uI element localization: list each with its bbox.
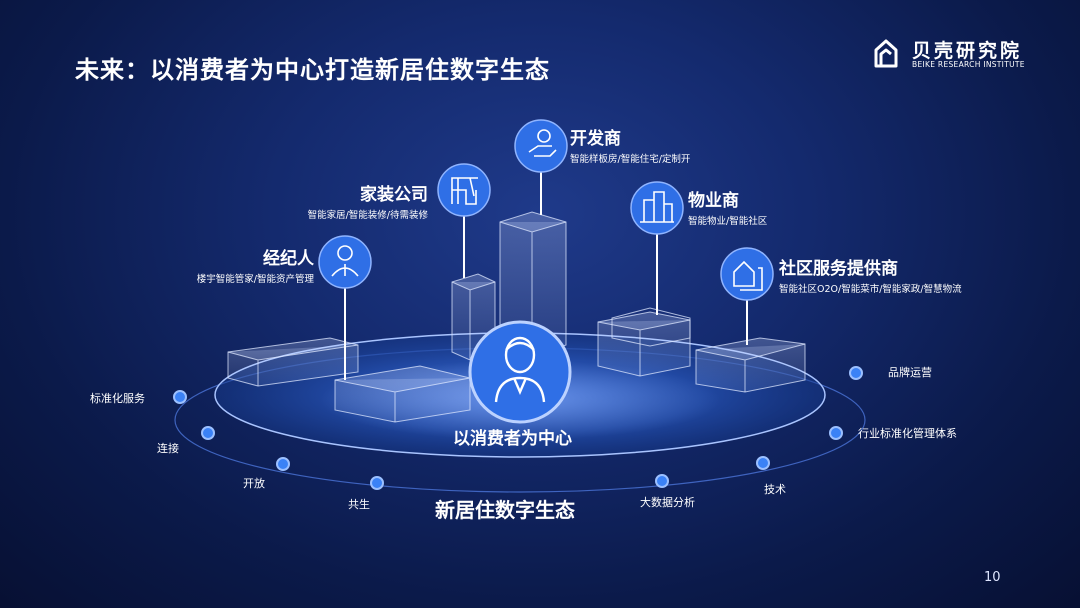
crane-icon (451, 177, 478, 205)
node-desc: 智能样板房/智能住宅/定制开 (570, 154, 691, 165)
node-name: 开发商 (570, 129, 621, 149)
node-name: 家装公司 (360, 185, 428, 205)
node-desc: 智能家居/智能装修/待需装修 (307, 210, 428, 221)
community-service-icon (733, 260, 763, 291)
ring-item: 行业标准化管理体系 (858, 427, 957, 440)
beike-logo-icon (874, 39, 898, 68)
ecosystem-label: 新居住数字生态 (435, 498, 575, 522)
ring-item: 连接 (157, 442, 179, 455)
node-shequ: 社区服务提供商 智能社区O2O/智能菜市/智能家政/智慧物流 (779, 254, 962, 295)
agent-icon (331, 245, 359, 277)
node-desc: 楼宇智能管家/智能资产管理 (196, 274, 314, 285)
ring-item: 标准化服务 (90, 392, 145, 405)
logo-text-en: BEIKE RESEARCH INSTITUTE (912, 60, 1025, 69)
node-wuye: 物业商 智能物业/智能社区 (688, 186, 767, 227)
hand-coin-icon (528, 145, 557, 157)
node-name: 社区服务提供商 (779, 259, 898, 279)
node-desc: 智能物业/智能社区 (688, 216, 768, 227)
logo: 贝壳研究院 BEIKE RESEARCH INSTITUTE (868, 36, 1048, 76)
ring-dots (173, 366, 863, 490)
buildings (227, 211, 806, 423)
node-icon-jingjiren (318, 235, 372, 289)
center-label: 以消费者为中心 (453, 429, 572, 449)
ring-item: 技术 (764, 483, 786, 496)
node-jingjiren: 经纪人 楼宇智能管家/智能资产管理 (166, 244, 314, 285)
node-icon-jiazhuang (437, 163, 491, 217)
node-icon-wuye (630, 181, 684, 235)
ring-item: 大数据分析 (640, 496, 695, 509)
node-icon-kaifashang (514, 119, 568, 173)
node-icon-shequ (720, 247, 774, 301)
logo-text-cn: 贝壳研究院 (912, 40, 1023, 62)
page-number: 10 (984, 570, 1001, 585)
node-kaifashang: 开发商 智能样板房/智能住宅/定制开 (570, 124, 690, 165)
ring-item: 开放 (243, 477, 265, 490)
node-name: 物业商 (688, 191, 739, 211)
connector-lines (344, 170, 748, 380)
node-jiazhuang: 家装公司 智能家居/智能装修/待需装修 (284, 180, 428, 221)
node-name: 经纪人 (263, 249, 314, 269)
ring-item: 品牌运营 (888, 366, 932, 379)
buildings-icon (640, 191, 674, 223)
page-title: 未来：以消费者为中心打造新居住数字生态 (75, 56, 550, 84)
ring-item: 共生 (348, 498, 370, 511)
person-icon (494, 336, 546, 403)
center-consumer (468, 320, 572, 424)
node-desc: 智能社区O2O/智能菜市/智能家政/智慧物流 (779, 284, 962, 295)
